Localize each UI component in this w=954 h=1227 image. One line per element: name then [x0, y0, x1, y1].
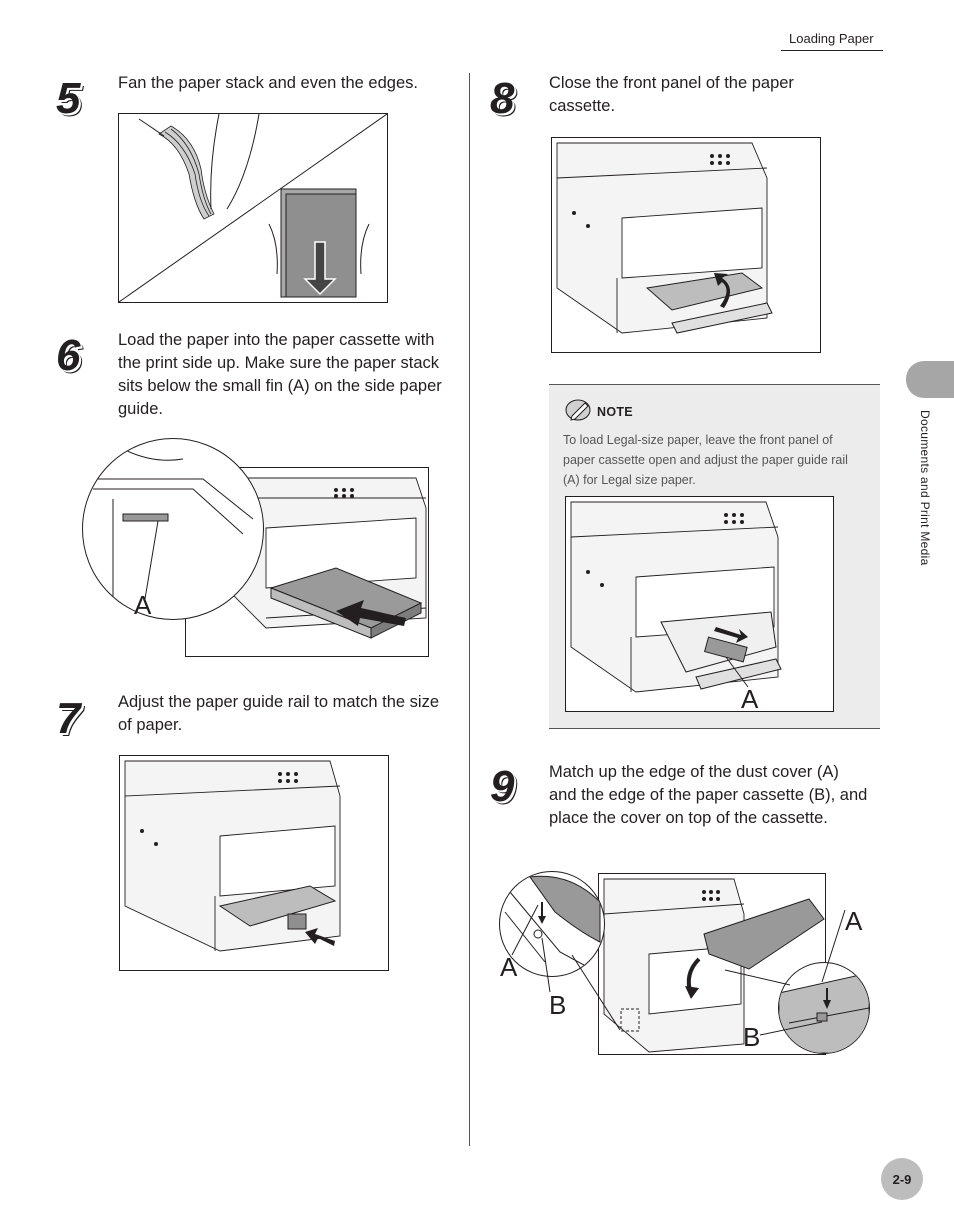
note-label: NOTE — [597, 405, 633, 419]
step-5-number: 5 — [56, 74, 81, 123]
step-9-leader-lines — [511, 904, 846, 1036]
pencil-note-icon — [565, 398, 593, 422]
note-text: To load Legal-size paper, leave the fron… — [563, 433, 848, 487]
column-divider — [469, 73, 470, 1146]
step-9-text: Match up the edge of the dust cover (A) … — [549, 763, 868, 827]
header-rule — [781, 50, 883, 51]
page-number: 2-9 — [881, 1158, 923, 1200]
step-6-text: Load the paper into the paper cassette w… — [118, 331, 442, 418]
step-9-callout-b-left: B — [549, 990, 567, 1020]
step-5-illustration — [118, 113, 388, 303]
step-6-detail-magnifier — [82, 438, 264, 620]
chapter-label: Documents and Print Media — [918, 410, 932, 566]
step-9-callout-b-right: B — [743, 1022, 761, 1052]
note-illustration — [565, 496, 834, 712]
step-6-callout-a: A — [134, 590, 152, 620]
step-9-left-magnifier — [499, 871, 605, 977]
step-9-illustration — [598, 873, 826, 1055]
step-7-illustration — [119, 755, 389, 971]
step-9-callout-a-right: A — [845, 906, 863, 936]
running-header: Loading Paper — [789, 31, 874, 46]
chapter-tab — [906, 361, 954, 398]
step-6-number: 6 — [56, 331, 81, 380]
step-9-number: 9 — [490, 762, 515, 811]
step-8-illustration — [551, 137, 821, 353]
step-8-text: Close the front panel of the paper casse… — [549, 74, 794, 115]
step-7-text: Adjust the paper guide rail to match the… — [118, 693, 440, 734]
step-7-number: 7 — [56, 694, 81, 743]
step-5-text: Fan the paper stack and even the edges. — [118, 74, 418, 92]
step-8-number: 8 — [490, 74, 515, 123]
note-callout-a: A — [741, 684, 759, 714]
step-9-callout-a-left: A — [500, 952, 518, 982]
